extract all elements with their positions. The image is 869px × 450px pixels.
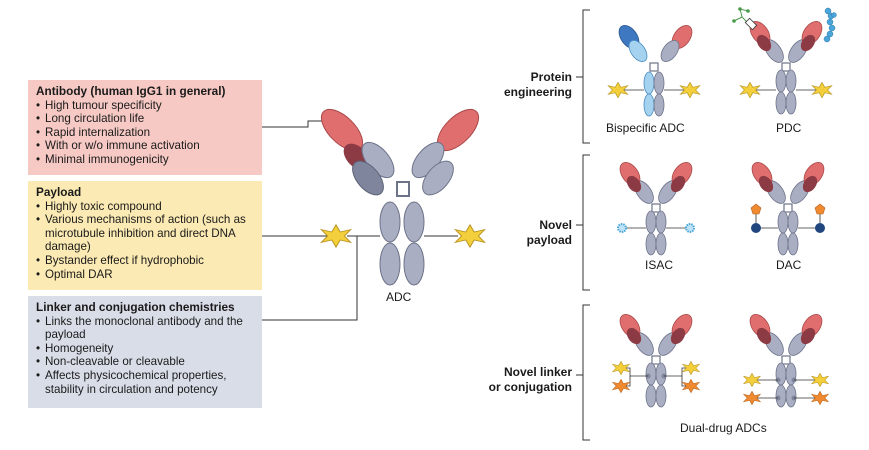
- central-adc: [320, 108, 486, 286]
- antibody-item: High tumour specificity: [36, 99, 254, 113]
- category-novel-linker: Novel linker or conjugation: [462, 365, 572, 394]
- dac-label: DAC: [776, 258, 802, 272]
- pdc-label: PDC: [776, 121, 802, 135]
- payload-item: Various mechanisms of action (such as mi…: [36, 213, 254, 254]
- antibody-item: Minimal immunogenicity: [36, 153, 254, 167]
- isac-label: ISAC: [645, 258, 674, 272]
- category-label-line: payload: [526, 232, 572, 247]
- pdc: [732, 7, 837, 115]
- dual-drug-adc-2: [742, 310, 830, 408]
- dac: [747, 158, 829, 256]
- dual-drug-adc-1: [611, 310, 701, 408]
- bispecific-adc: [607, 25, 701, 117]
- connector-antibody: [262, 120, 333, 128]
- category-label-line: or conjugation: [488, 379, 572, 394]
- linker-item: Homogeneity: [36, 342, 254, 356]
- antibody-item: Rapid internalization: [36, 126, 254, 140]
- adc-label: ADC: [386, 290, 412, 304]
- antibody-box-title: Antibody (human IgG1 in general): [36, 84, 226, 98]
- linker-item: Affects physicochemical properties, stab…: [36, 369, 254, 396]
- bispecific-adc-label: Bispecific ADC: [606, 121, 685, 135]
- connector-linker: [262, 236, 358, 321]
- category-label-line: engineering: [503, 84, 572, 99]
- antibody-item: Long circulation life: [36, 112, 254, 126]
- payload-item: Optimal DAR: [36, 268, 254, 282]
- linker-box: Linker and conjugation chemistries Links…: [28, 296, 262, 408]
- category-label-line: Novel: [539, 218, 572, 232]
- isac: [615, 158, 697, 256]
- category-label-line: Novel linker: [503, 365, 572, 379]
- linker-item: Links the monoclonal antibody and the pa…: [36, 315, 254, 342]
- payload-item: Bystander effect if hydrophobic: [36, 254, 254, 268]
- bracket-protein: [576, 9, 590, 144]
- antibody-item: With or w/o immune activation: [36, 139, 254, 153]
- linker-box-title: Linker and conjugation chemistries: [36, 300, 235, 314]
- category-label-line: Protein: [530, 70, 572, 84]
- linker-item: Non-cleavable or cleavable: [36, 355, 254, 369]
- antibody-box: Antibody (human IgG1 in general) High tu…: [28, 80, 262, 175]
- category-novel-payload: Novel payload: [462, 218, 572, 247]
- payload-box-title: Payload: [36, 185, 82, 199]
- payload-item: Highly toxic compound: [36, 200, 254, 214]
- bracket-linker: [576, 304, 590, 441]
- category-protein-engineering: Protein engineering: [462, 70, 572, 99]
- dual-drug-adcs-label: Dual-drug ADCs: [680, 421, 767, 435]
- payload-box: Payload Highly toxic compound Various me…: [28, 181, 262, 290]
- bracket-payload: [576, 154, 590, 291]
